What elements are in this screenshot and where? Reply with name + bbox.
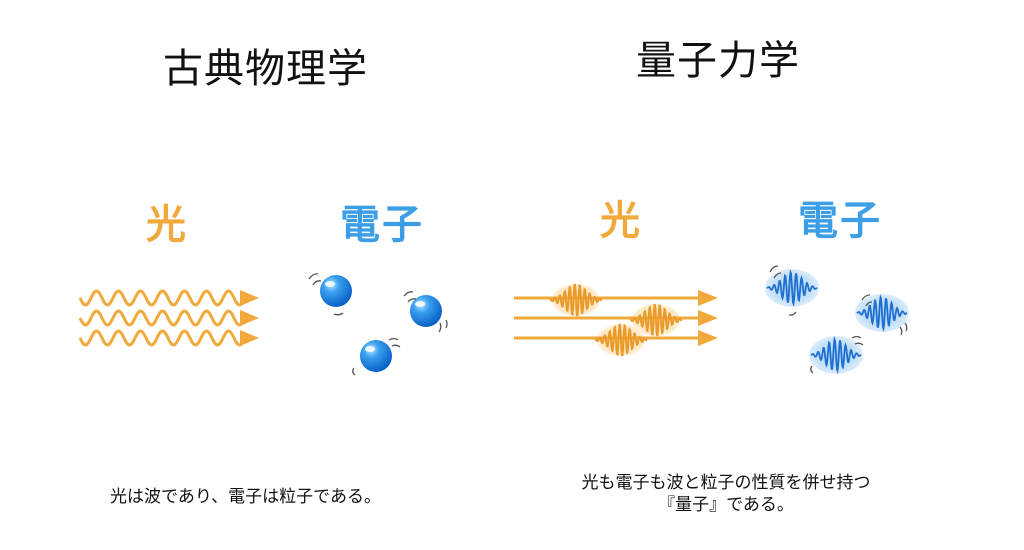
- classical-light-label: 光: [146, 202, 188, 248]
- classical-electron-particles: [308, 273, 448, 376]
- arrow-head-icon: [240, 330, 259, 346]
- arrow-head-icon: [698, 330, 718, 346]
- quantum-light-wave-packets: [514, 283, 718, 357]
- arrow-head-icon: [698, 290, 718, 306]
- quantum-caption-line1: 光も電子も波と粒子の性質を併せ持つ: [581, 473, 871, 493]
- classical-caption: 光は波であり、電子は粒子である。: [110, 487, 381, 507]
- electron-ball-icon: [308, 273, 352, 316]
- electron-wave-blob-icon: [855, 293, 909, 336]
- classical-physics-heading: 古典物理学: [163, 46, 368, 92]
- quantum-electron-wave-packets: [765, 265, 909, 375]
- classical-light-waves: [78, 289, 259, 347]
- electron-ball-icon: [352, 337, 401, 376]
- electron-ball-icon: [403, 291, 448, 333]
- quantum-caption-line2: 『量子』である。: [658, 495, 794, 515]
- electron-wave-blob-icon: [809, 335, 864, 375]
- classical-electron-label: 電子: [340, 202, 424, 248]
- light-wave-line: [78, 309, 244, 327]
- electron-wave-blob-icon: [765, 265, 819, 316]
- arrow-head-icon: [698, 310, 718, 326]
- light-wave-packet: [549, 283, 603, 317]
- light-wave-line: [78, 289, 244, 307]
- arrow-head-icon: [240, 290, 259, 306]
- quantum-mechanics-heading: 量子力学: [636, 38, 800, 84]
- arrow-head-icon: [240, 310, 259, 326]
- light-wave-packet: [594, 323, 648, 357]
- quantum-light-label: 光: [600, 198, 642, 244]
- light-wave-line: [78, 329, 244, 347]
- light-wave-packet: [629, 303, 683, 337]
- quantum-electron-label: 電子: [798, 198, 882, 244]
